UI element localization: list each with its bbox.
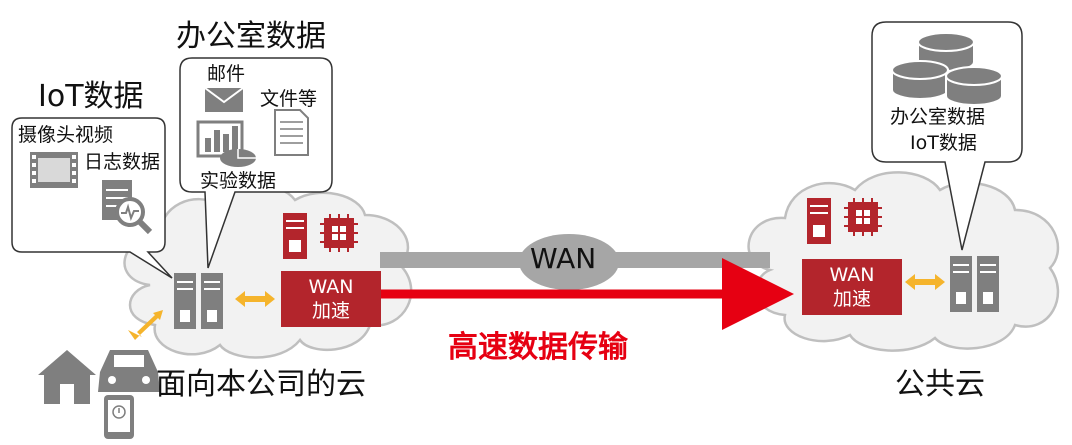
smartphone-icon bbox=[104, 395, 134, 439]
document-icon bbox=[274, 109, 309, 156]
log-data-label: 日志数据 bbox=[84, 151, 161, 173]
wan-accelerator-right-line2: 加速 bbox=[832, 288, 871, 310]
cpu-icon bbox=[844, 198, 882, 236]
car-icon bbox=[98, 350, 160, 392]
server-icon bbox=[807, 198, 831, 244]
film-icon bbox=[30, 152, 78, 188]
wan-accelerator-right-line1: WAN bbox=[829, 264, 875, 286]
exchange-arrow bbox=[235, 291, 275, 307]
log-search-icon bbox=[102, 180, 153, 235]
house-icon bbox=[38, 350, 96, 404]
high-speed-transfer-label: 高速数据传输 bbox=[448, 330, 628, 365]
mail-icon bbox=[204, 87, 244, 112]
experiment-data-label: 实验数据 bbox=[200, 170, 277, 192]
database-icon bbox=[891, 32, 1003, 106]
server-icon bbox=[950, 256, 999, 312]
public-cloud-shape bbox=[747, 171, 1060, 352]
wan-accelerator-left-line2: 加速 bbox=[311, 300, 350, 322]
private-cloud-label: 面向本公司的云 bbox=[156, 367, 366, 402]
chart-icon bbox=[196, 120, 256, 167]
server-icon bbox=[283, 213, 307, 259]
exchange-arrow bbox=[905, 274, 945, 290]
camera-video-label: 摄像头视频 bbox=[18, 124, 114, 146]
cpu-icon bbox=[320, 214, 358, 252]
files-label: 文件等 bbox=[260, 88, 318, 110]
wan-accelerator-right: WAN 加速 bbox=[802, 259, 902, 315]
server-icon bbox=[174, 273, 223, 329]
mail-label: 邮件 bbox=[207, 63, 246, 85]
office-data-title: 办公室数据 bbox=[176, 19, 326, 54]
wan-accelerator-left-line1: WAN bbox=[308, 276, 354, 298]
upload-arrow bbox=[128, 310, 163, 340]
iot-data-title: IoT数据 bbox=[38, 79, 144, 114]
cloud-iot-data-label: IoT数据 bbox=[910, 132, 977, 154]
wan-accelerator-left: WAN 加速 bbox=[281, 271, 381, 327]
wan-oval bbox=[519, 234, 619, 290]
cloud-office-data-label: 办公室数据 bbox=[890, 106, 986, 128]
public-cloud-label: 公共云 bbox=[895, 367, 985, 402]
wan-label: WAN bbox=[530, 242, 597, 275]
